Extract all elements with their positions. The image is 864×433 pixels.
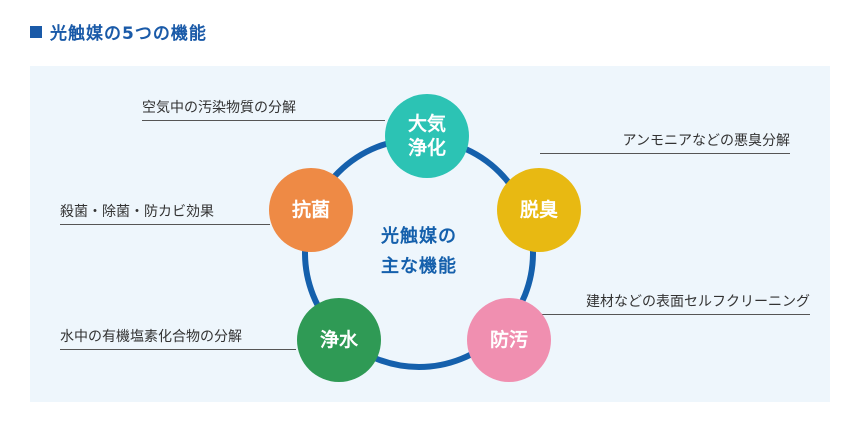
node-antifouling: 防汚	[467, 298, 551, 382]
caption-antifouling: 建材などの表面セルフクリーニング	[540, 291, 810, 315]
node-water-purification-label: 浄水	[319, 329, 358, 351]
caption-deodorization-text: アンモニアなどの悪臭分解	[622, 133, 790, 149]
caption-antibacterial: 殺菌・除菌・防カビ効果	[60, 201, 270, 225]
caption-water-purification-text: 水中の有機塩素化合物の分解	[60, 329, 242, 345]
title-square-icon	[30, 25, 42, 38]
node-water-purification: 浄水	[297, 298, 381, 382]
caption-air-purification: 空気中の汚染物質の分解	[142, 97, 385, 121]
node-air-purification-line1: 大気	[407, 113, 446, 135]
caption-antibacterial-text: 殺菌・除菌・防カビ効果	[60, 204, 214, 220]
section-title: 光触媒の5つの機能	[30, 19, 207, 44]
node-air-purification: 大気 浄化	[385, 94, 469, 178]
caption-water-purification: 水中の有機塩素化合物の分解	[60, 326, 296, 350]
center-label: 光触媒の 主な機能	[369, 222, 469, 282]
node-air-purification-line2: 浄化	[407, 137, 446, 159]
node-antibacterial: 抗菌	[269, 168, 353, 252]
caption-antifouling-text: 建材などの表面セルフクリーニング	[586, 294, 810, 310]
node-antibacterial-label: 抗菌	[291, 199, 330, 221]
caption-air-purification-text: 空気中の汚染物質の分解	[142, 100, 296, 116]
center-label-line2: 主な機能	[381, 256, 457, 277]
node-antifouling-label: 防汚	[489, 329, 528, 351]
node-deodorization: 脱臭	[497, 168, 581, 252]
node-deodorization-label: 脱臭	[519, 199, 558, 221]
caption-deodorization: アンモニアなどの悪臭分解	[540, 130, 790, 154]
center-label-line1: 光触媒の	[381, 226, 457, 247]
section-title-text: 光触媒の5つの機能	[50, 24, 207, 44]
